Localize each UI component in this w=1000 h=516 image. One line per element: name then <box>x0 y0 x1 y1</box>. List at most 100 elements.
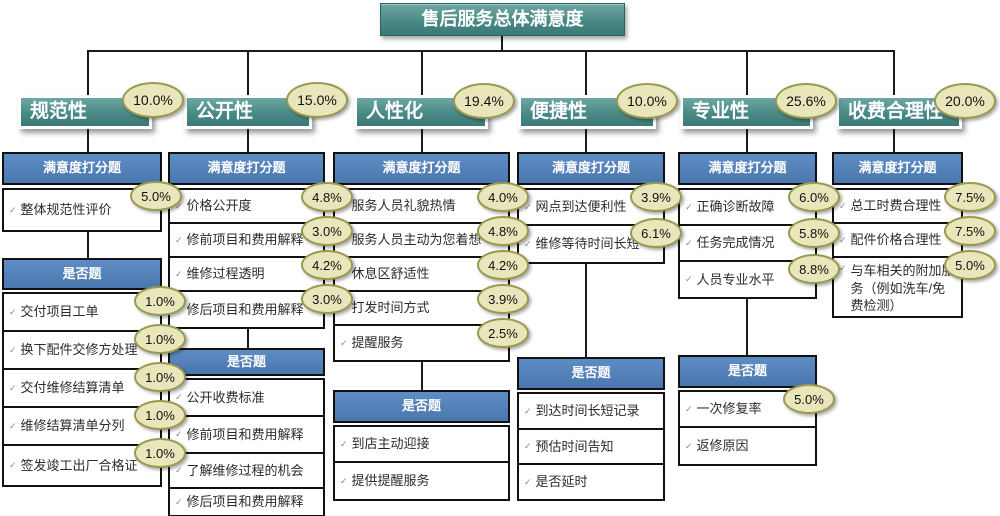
connector-line <box>421 50 423 97</box>
question-label: 网点到达便利性 <box>535 199 627 215</box>
question-label: 修前项目和费用解释 <box>186 232 304 248</box>
question-label: 修后项目和费用解释 <box>186 301 304 317</box>
connector-line <box>746 50 748 97</box>
question-label: 提醒服务 <box>351 335 404 351</box>
check-bullet-icon: ✓ <box>685 201 693 212</box>
question-label: 修后项目和费用解释 <box>186 494 304 510</box>
check-bullet-icon: ✓ <box>839 200 847 211</box>
question-row: ✓网点到达便利性 <box>519 190 663 226</box>
question-row: ✓预估时间告知 <box>519 430 663 465</box>
section-header: 满意度打分题 <box>832 152 963 185</box>
question-row: ✓人员专业水平 <box>680 262 815 297</box>
item-weight-badge: 3.0% <box>301 284 353 314</box>
question-row: ✓维修结算清单分列 <box>4 408 160 446</box>
item-weight-badge: 1.0% <box>134 362 186 392</box>
question-label: 打发时间方式 <box>351 300 430 316</box>
question-row: ✓总工时费合理性 <box>834 190 961 224</box>
question-row: ✓一次修复率 <box>680 392 815 428</box>
check-bullet-icon: ✓ <box>9 420 17 431</box>
item-weight-badge: 4.8% <box>477 216 529 246</box>
section-header: 是否题 <box>168 348 325 376</box>
check-bullet-icon: ✓ <box>9 382 17 393</box>
item-weight-badge: 5.8% <box>788 218 840 248</box>
question-row: ✓任务完成情况 <box>680 226 815 262</box>
question-row: ✓正确诊断故障 <box>680 190 815 226</box>
question-row: ✓公开收费标准 <box>170 380 323 417</box>
check-bullet-icon: ✓ <box>524 201 532 212</box>
connector-line <box>87 228 89 258</box>
question-label: 到达时间长短记录 <box>535 403 640 419</box>
connector-line <box>585 260 587 357</box>
question-row: ✓到店主动迎接 <box>335 427 508 463</box>
question-row: ✓签发竣工出厂合格证 <box>4 446 160 485</box>
question-label: 到店主动迎接 <box>351 436 430 452</box>
connector-line <box>421 127 423 152</box>
item-weight-badge: 1.0% <box>134 438 186 468</box>
weight-badge: 20.0% <box>934 83 996 119</box>
check-bullet-icon: ✓ <box>524 238 532 249</box>
question-row: ✓修前项目和费用解释 <box>170 224 323 258</box>
section-header: 满意度打分题 <box>2 152 162 185</box>
item-weight-badge: 7.5% <box>944 182 996 212</box>
item-weight-badge: 8.8% <box>788 254 840 284</box>
connector-line <box>421 358 423 390</box>
check-bullet-icon: ✓ <box>175 234 183 245</box>
section-header: 满意度打分题 <box>517 152 665 185</box>
question-label: 交付维修结算清单 <box>20 380 125 396</box>
connector-line <box>247 325 249 348</box>
item-weight-badge: 3.0% <box>301 216 353 246</box>
question-label: 签发竣工出厂合格证 <box>20 457 138 473</box>
question-label: 提供提醒服务 <box>351 473 430 489</box>
item-weight-badge: 1.0% <box>134 324 186 354</box>
weight-badge: 25.6% <box>775 83 837 119</box>
item-weight-badge: 4.8% <box>301 182 353 212</box>
connector-line <box>87 50 89 97</box>
check-bullet-icon: ✓ <box>175 465 183 476</box>
check-bullet-icon: ✓ <box>524 441 532 452</box>
connector-line <box>585 50 587 97</box>
item-weight-badge: 7.5% <box>944 216 996 246</box>
connector-line <box>247 127 249 152</box>
check-bullet-icon: ✓ <box>9 204 17 215</box>
section-header: 是否题 <box>2 258 162 290</box>
check-bullet-icon: ✓ <box>175 496 183 507</box>
weight-badge: 19.4% <box>453 83 515 119</box>
score-section: 满意度打分题 ✓总工时费合理性 ✓配件价格合理性 ✓与车相关的附加服务（例如洗车… <box>832 152 963 318</box>
connector-line <box>746 127 748 152</box>
question-row: ✓提供提醒服务 <box>335 463 508 499</box>
weight-badge: 10.0% <box>122 82 184 118</box>
check-bullet-icon: ✓ <box>685 403 693 414</box>
check-bullet-icon: ✓ <box>175 200 183 211</box>
question-label: 任务完成情况 <box>696 235 775 251</box>
question-label: 正确诊断故障 <box>696 199 775 215</box>
question-label: 换下配件交修方处理 <box>20 342 138 358</box>
item-weight-badge: 6.1% <box>630 218 682 248</box>
connector-line <box>501 36 503 51</box>
question-label: 公开收费标准 <box>186 389 265 405</box>
yesno-section: 是否题 ✓到达时间长短记录 ✓预估时间告知 ✓是否延时 <box>517 357 665 501</box>
connector-line <box>746 295 748 355</box>
item-weight-badge: 5.0% <box>944 250 996 280</box>
item-weight-badge: 4.2% <box>477 250 529 280</box>
check-bullet-icon: ✓ <box>340 337 348 348</box>
item-weight-badge: 5.0% <box>783 384 835 414</box>
item-weight-badge: 1.0% <box>134 286 186 316</box>
item-weight-badge: 4.0% <box>477 182 529 212</box>
check-bullet-icon: ✓ <box>175 392 183 403</box>
score-section: 满意度打分题 ✓正确诊断故障 ✓任务完成情况 ✓人员专业水平 <box>678 152 817 299</box>
question-label: 维修过程透明 <box>186 266 265 282</box>
question-label: 维修等待时间长短 <box>535 236 640 252</box>
question-row: ✓了解维修过程的机会 <box>170 454 323 489</box>
check-bullet-icon: ✓ <box>340 438 348 449</box>
item-weight-badge: 2.5% <box>477 318 529 348</box>
question-row: ✓是否延时 <box>519 465 663 499</box>
check-bullet-icon: ✓ <box>9 460 17 471</box>
check-bullet-icon: ✓ <box>524 405 532 416</box>
question-row: ✓交付维修结算清单 <box>4 370 160 408</box>
question-row: ✓价格公开度 <box>170 190 323 224</box>
weight-badge: 10.0% <box>616 83 678 119</box>
check-bullet-icon: ✓ <box>9 306 17 317</box>
question-row: ✓整体规范性评价 <box>4 190 160 230</box>
check-bullet-icon: ✓ <box>340 475 348 486</box>
connector-line <box>87 127 89 152</box>
